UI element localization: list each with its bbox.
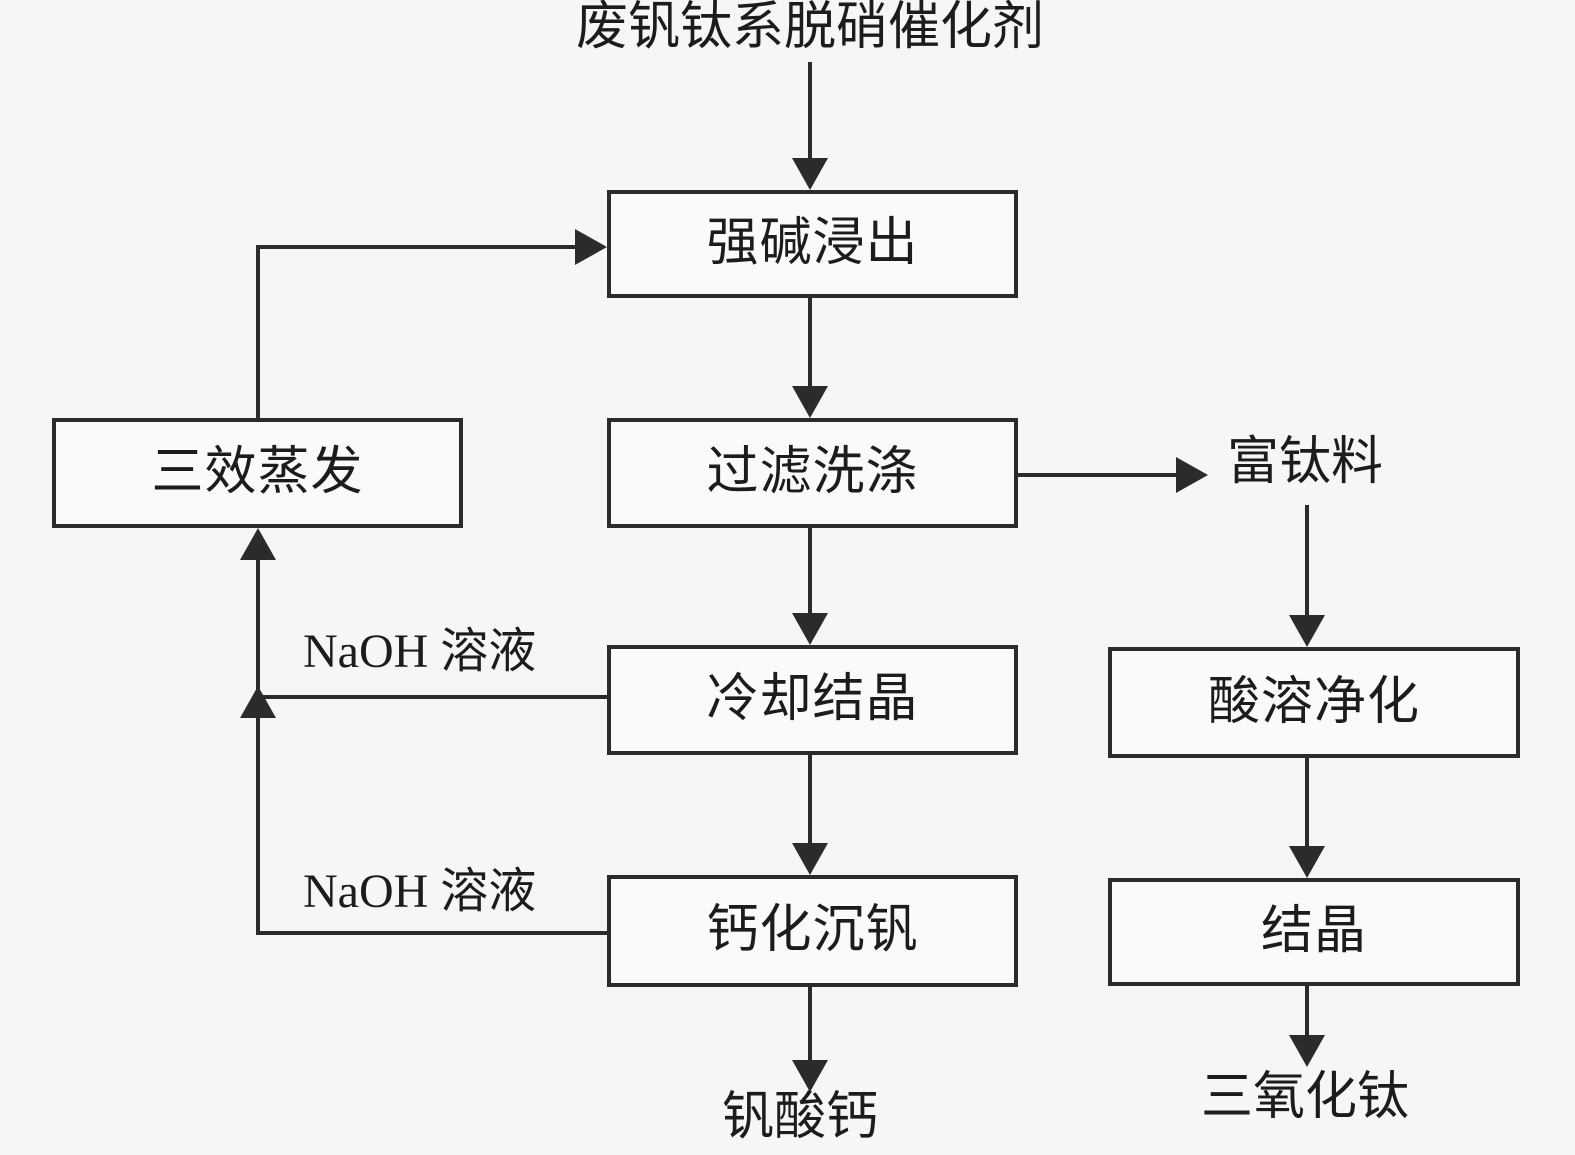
arrowhead-down-icon (1289, 1035, 1325, 1067)
arrowhead-up-icon (240, 686, 276, 718)
arrowhead-down-icon (792, 843, 828, 875)
box-acid-purification: 酸溶净化 (1108, 647, 1520, 758)
titanium-trioxide-label: 三氧化钛 (1200, 1069, 1409, 1126)
box-acid-purification-label: 酸溶净化 (1207, 673, 1420, 731)
box-cooling-crystallization: 冷却结晶 (607, 645, 1018, 755)
naoh-solution-label-lower: NaOH 溶液 (303, 865, 537, 918)
arrowhead-right-icon (575, 229, 607, 265)
arrowhead-down-icon (1289, 846, 1325, 878)
connector-naoh-return-vertical (256, 532, 260, 933)
arrowhead-right-icon (1176, 457, 1208, 493)
box-filter-washing-label: 过滤洗涤 (706, 444, 919, 501)
connector-filter-to-cooling (808, 528, 812, 614)
connector-cooling-naoh-horizontal (256, 695, 607, 699)
arrowhead-down-icon (792, 1060, 828, 1092)
connector-evaporation-recycle-horizontal (256, 245, 575, 249)
box-filter-washing: 过滤洗涤 (607, 418, 1018, 528)
box-crystallization-label: 结晶 (1260, 903, 1367, 960)
arrowhead-up-icon (240, 528, 276, 560)
connector-evaporation-recycle-vertical (256, 247, 260, 418)
arrowhead-down-icon (792, 158, 828, 190)
connector-acid-to-crystallization (1305, 758, 1309, 846)
connector-calcification-naoh-horizontal (256, 931, 607, 935)
box-triple-effect-evaporation: 三效蒸发 (52, 418, 463, 528)
connector-filter-to-titanium-rich (1018, 473, 1176, 477)
connector-crystallization-to-trioxide (1305, 986, 1309, 1035)
box-calcification-precipitation: 钙化沉钒 (607, 875, 1018, 987)
box-alkali-leaching: 强碱浸出 (607, 190, 1018, 298)
naoh-solution-label-upper: NaOH 溶液 (303, 625, 537, 678)
arrowhead-down-icon (792, 613, 828, 645)
connector-calcification-to-calcium-vanadate (808, 987, 812, 1061)
arrowhead-down-icon (1289, 615, 1325, 647)
box-cooling-crystallization-label: 冷却结晶 (706, 671, 919, 728)
box-crystallization: 结晶 (1108, 878, 1520, 986)
source-material-label: 废钒钛系脱硝催化剂 (575, 0, 1044, 56)
connector-source-to-leaching (808, 62, 812, 160)
connector-titanium-rich-to-acid (1305, 505, 1309, 615)
arrowhead-down-icon (792, 386, 828, 418)
box-triple-effect-evaporation-label: 三效蒸发 (151, 444, 364, 501)
connector-cooling-to-calcification (808, 755, 812, 844)
box-alkali-leaching-label: 强碱浸出 (706, 215, 919, 272)
box-calcification-precipitation-label: 钙化沉钒 (706, 902, 919, 959)
calcium-vanadate-label: 钒酸钙 (721, 1089, 878, 1146)
connector-leaching-to-filter (808, 298, 812, 386)
titanium-rich-material-label: 富钛料 (1226, 434, 1383, 491)
